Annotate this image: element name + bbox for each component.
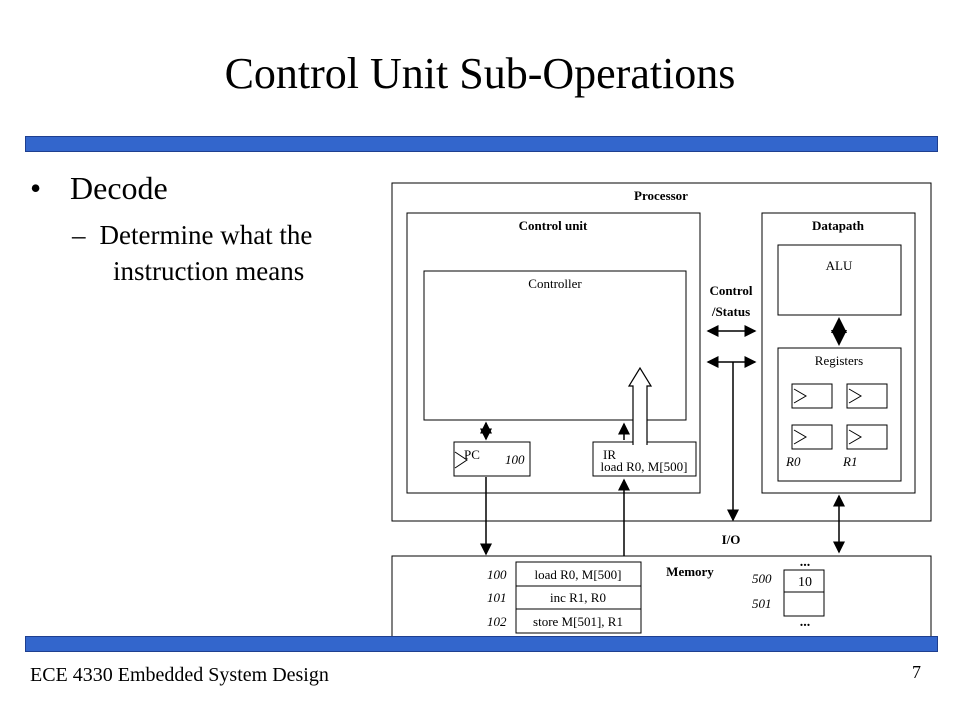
clock-triangle-icon [793,388,807,404]
ir-register [592,441,697,477]
footer-course-title: ECE 4330 Embedded System Design [30,664,329,686]
alu-box [777,244,902,316]
register-cell [791,383,833,409]
top-divider-bar [25,136,938,152]
bullet-dot-icon: • [30,170,42,206]
data-cell-501 [783,591,825,617]
page-number: 7 [912,662,921,682]
sub-bullet-line-1: –Determine what the [72,220,312,251]
memory-addr-102: 102 [487,614,507,629]
data-addr-501: 501 [752,596,772,611]
memory-addr-100: 100 [487,567,507,582]
datapath-label: Datapath [812,218,865,233]
sub-bullet-text-1: Determine what the [99,220,313,250]
pc-register [453,441,531,477]
clock-triangle-icon [793,429,807,445]
data-value-500: 10 [798,575,812,590]
data-addr-500: 500 [752,571,772,586]
clock-triangle-icon [848,429,862,445]
register-cell [846,383,888,409]
memory-box [391,555,932,639]
control-status-label-2: /Status [711,304,750,319]
memory-addr-101: 101 [487,590,507,605]
memory-cell [515,608,642,634]
register-cell [791,424,833,450]
control-status-label-1: Control [709,283,752,298]
clock-triangle-icon [454,451,468,469]
clock-triangle-icon [848,388,862,404]
memory-content-102: store M[501], R1 [533,614,623,629]
ellipsis-bottom: ... [800,615,811,630]
bullet-decode: • Decode [30,170,168,207]
registers-label: Registers [815,353,863,368]
register-r0-label: R0 [785,454,801,469]
processor-label: Processor [634,188,688,203]
bottom-divider-bar [25,636,938,652]
memory-content-100: load R0, M[500] [534,567,621,582]
controller-label: Controller [528,276,582,291]
io-label: I/O [722,532,741,547]
sub-bullet-dash: – [72,220,86,250]
sub-bullet-text-2: instruction means [113,256,305,286]
memory-content-101: inc R1, R0 [550,590,606,605]
control-unit-label: Control unit [519,218,588,233]
decode-hollow-arrow-icon [627,366,653,445]
alu-label: ALU [826,258,853,273]
bullet-decode-text: Decode [70,170,168,206]
pc-value: 100 [505,452,525,467]
ir-value: load R0, M[500] [600,459,687,474]
registers-box [777,347,902,482]
memory-label: Memory [666,564,714,579]
memory-cell [515,561,642,587]
ellipsis-top: ... [800,555,811,570]
pc-label: PC [464,447,480,462]
register-cell [846,424,888,450]
ir-label: IR [603,447,616,462]
slide-title: Control Unit Sub-Operations [224,49,736,98]
register-r1-label: R1 [842,454,857,469]
